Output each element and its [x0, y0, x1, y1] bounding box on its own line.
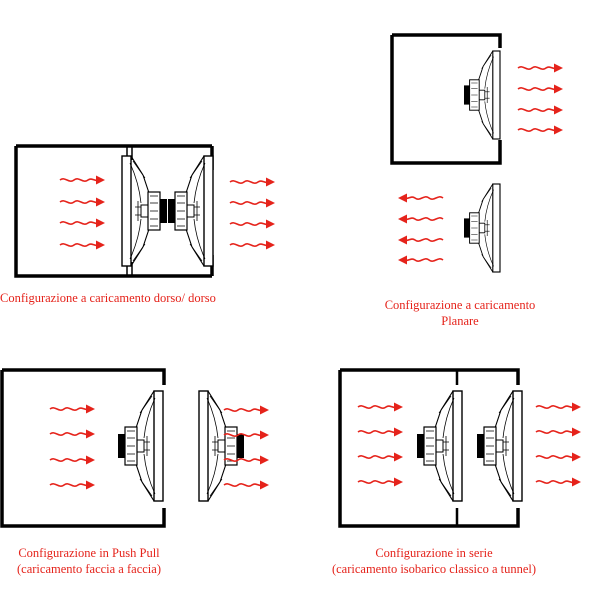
loudspeaker-driver-icon [122, 156, 167, 266]
config-dorso-dorso [14, 144, 276, 278]
wavy-arrow-icon [59, 174, 106, 251]
caption-serie: Configurazione in serie (caricamento iso… [310, 545, 558, 577]
caption-line: (caricamento isobarico classico a tunnel… [331, 562, 537, 576]
loudspeaker-driver-icon [464, 184, 500, 272]
enclosure [390, 33, 502, 165]
caption-line: Configurazione a caricamento [384, 298, 536, 312]
loudspeaker-driver-icon [476, 390, 523, 502]
enclosure [0, 368, 166, 528]
caption-planare: Configurazione a caricamento Planare [368, 297, 552, 329]
config-serie [338, 368, 582, 528]
wavy-arrow-icon [535, 401, 582, 488]
caption-dorso-dorso: Configurazione a caricamento dorso/ dors… [0, 290, 236, 306]
caption-line: Planare [441, 314, 479, 328]
wavy-arrow-icon [49, 403, 96, 491]
config-planare [390, 33, 564, 272]
config-push-pull [0, 368, 270, 528]
enclosure [338, 368, 520, 528]
loudspeaker-driver-icon [199, 391, 244, 501]
wavy-arrow-icon [229, 176, 276, 251]
caption-line: Configurazione in serie [375, 546, 493, 560]
caption-line: (caricamento faccia a faccia) [17, 562, 161, 576]
loudspeaker-driver-icon [464, 51, 500, 139]
wavy-arrow-icon [398, 194, 443, 265]
loudspeaker-driver-icon [167, 155, 214, 267]
caption-line: Configurazione a caricamento dorso/ dors… [0, 291, 216, 305]
loudspeaker-driver-icon [416, 390, 463, 502]
caption-line: Configurazione in Push Pull [18, 546, 160, 560]
loudspeaker-driver-icon [117, 390, 164, 502]
caption-push-pull: Configurazione in Push Pull (caricamento… [0, 545, 178, 577]
wavy-arrow-icon [517, 62, 564, 136]
wavy-arrow-icon [357, 401, 404, 488]
